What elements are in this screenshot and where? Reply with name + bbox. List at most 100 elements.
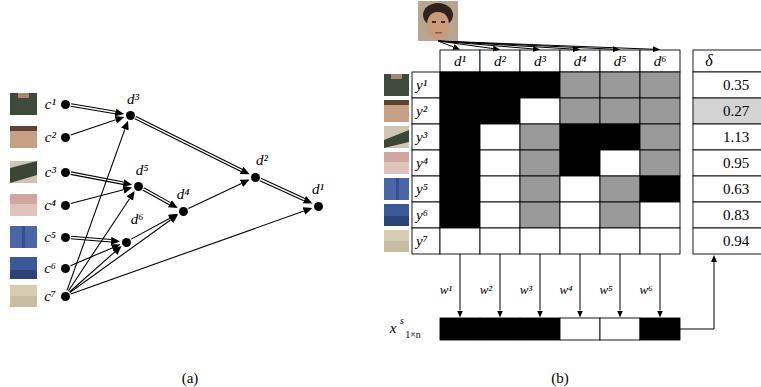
header-cell <box>560 50 600 72</box>
merge-arrow <box>67 129 125 290</box>
thumbnail <box>384 126 409 148</box>
thumbnail <box>384 74 409 96</box>
thumbnail-detail <box>10 161 37 183</box>
arrow-line <box>67 129 125 290</box>
node-label: c¹ <box>45 97 56 112</box>
column-header: d³ <box>534 54 546 69</box>
matrix <box>412 41 761 340</box>
node-label: c⁵ <box>44 230 56 245</box>
double-arrow <box>135 118 241 171</box>
node-label: c³ <box>45 165 56 180</box>
weight-arrow <box>580 254 581 311</box>
row-header: y² <box>416 104 427 119</box>
face-eye <box>441 21 445 23</box>
matrix-cell <box>480 124 520 150</box>
vector-cell <box>600 318 640 340</box>
thumbnail-detail <box>391 74 402 79</box>
double-arrow <box>143 189 170 204</box>
thumbnail-detail <box>384 130 409 148</box>
delta-value: 1.13 <box>723 130 749 145</box>
row-header: y⁴ <box>416 156 428 171</box>
cluster-node: d³ <box>126 111 135 120</box>
node-label: c⁶ <box>44 261 56 276</box>
header-cell <box>520 50 560 72</box>
double-arrow <box>71 237 111 240</box>
matrix-cell <box>520 98 560 124</box>
matrix-cell <box>640 124 680 150</box>
matrix-cell <box>480 202 520 228</box>
matrix-cell <box>520 176 560 202</box>
face-mouth <box>435 32 442 34</box>
merge-arrow <box>71 237 111 240</box>
cluster-node: d⁶ <box>122 238 131 247</box>
matrix-cell <box>480 72 520 98</box>
face-image <box>418 1 458 41</box>
double-arrow <box>71 105 115 112</box>
row-header-cell <box>412 72 440 98</box>
matrix-cell <box>440 72 480 98</box>
node-label: d⁶ <box>131 212 144 227</box>
crop-node: c³ <box>61 168 70 177</box>
node-label: c⁴ <box>44 198 56 213</box>
header-cell <box>440 50 480 72</box>
delta-header: δ <box>705 53 712 69</box>
matrix-cell <box>600 98 640 124</box>
delta-cell <box>693 98 761 124</box>
thumbnail-detail <box>384 241 409 252</box>
weight-arrow <box>500 254 501 311</box>
thumbnail-detail <box>10 204 37 216</box>
double-arrow-gap <box>143 189 170 204</box>
matrix-cell <box>600 202 640 228</box>
matrix-cell <box>560 124 600 150</box>
merge-arrow <box>135 118 241 171</box>
arrow-line <box>68 198 129 291</box>
row-header-cell <box>412 98 440 124</box>
matrix-cell <box>600 228 640 254</box>
vector-cell <box>640 318 680 340</box>
delta-cell <box>693 124 761 150</box>
arrow-line <box>188 183 241 208</box>
merge-arrow <box>71 173 123 183</box>
thumbnail-detail <box>10 270 37 279</box>
node-label: c⁷ <box>44 289 56 304</box>
crop-node: c¹ <box>61 100 70 109</box>
row-thumbnails <box>384 74 409 252</box>
matrix-cell <box>640 150 680 176</box>
face-skin <box>427 11 449 39</box>
weight-label: w¹ <box>440 283 453 296</box>
node-label: d⁴ <box>177 187 190 202</box>
matrix-cell <box>440 98 480 124</box>
vector-cell <box>440 318 480 340</box>
merge-arrow <box>71 211 304 294</box>
weight-label: w² <box>480 283 493 296</box>
weight-arrow <box>540 254 541 311</box>
merge-arrow <box>143 189 170 204</box>
face-fringe <box>427 7 449 17</box>
delta-value: 0.83 <box>723 208 749 223</box>
matrix-cell <box>600 72 640 98</box>
matrix-cell <box>560 202 600 228</box>
column-header: d¹ <box>454 54 466 69</box>
vector-label: x <box>390 321 397 336</box>
thumbnail <box>384 152 409 174</box>
thumbnail <box>10 161 37 183</box>
crop-node: c⁶ <box>61 264 70 273</box>
header-cell <box>640 50 680 72</box>
row-header: y⁵ <box>416 182 428 197</box>
row-header-cell <box>412 202 440 228</box>
panel-label: (a) <box>182 371 199 386</box>
double-arrow-gap <box>71 173 123 183</box>
vector-superscript: s <box>400 316 404 326</box>
double-arrow <box>260 180 304 200</box>
thumbnail <box>10 194 37 216</box>
arrow-line <box>71 120 116 135</box>
thumbnail <box>10 226 37 248</box>
matrix-cell <box>600 124 640 150</box>
node-label: d¹ <box>312 182 324 197</box>
face-background <box>418 1 458 41</box>
node-label: c² <box>45 130 56 145</box>
matrix-cell <box>560 150 600 176</box>
cluster-node: d¹ <box>314 202 323 211</box>
